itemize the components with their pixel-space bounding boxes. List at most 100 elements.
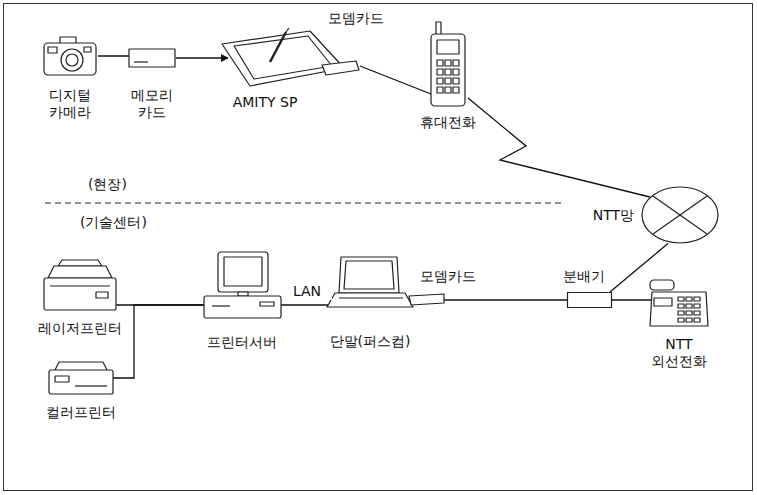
node-label: 디지털 카메라 [40, 87, 100, 121]
icon-part [650, 292, 708, 326]
icon-part [409, 294, 444, 305]
icon-part [568, 293, 612, 308]
connector [468, 98, 650, 197]
center-label: (기술센터) [80, 214, 170, 231]
network-ellipse-drawing [640, 185, 720, 245]
node-label: 분배기 [563, 268, 613, 285]
connector [360, 66, 431, 94]
splitter-box-drawing [567, 292, 612, 308]
icon-part [453, 60, 459, 66]
splitter-box: 분배기 [567, 292, 612, 308]
connector [281, 304, 329, 305]
icon-part [445, 87, 451, 93]
icon-part [270, 32, 286, 62]
icon-part [654, 298, 672, 306]
node-label: 단말(퍼스컴) [320, 333, 420, 350]
icon-part [55, 376, 69, 382]
icon-part [453, 87, 459, 93]
icon-part [212, 305, 230, 306]
laptop-icon: 단말(퍼스컴) [325, 255, 445, 317]
icon-part [129, 49, 175, 67]
icon-part [445, 60, 451, 66]
icon-part [431, 34, 465, 106]
connector [113, 305, 204, 378]
icon-part [686, 318, 692, 322]
node-label: NTT망 [584, 207, 634, 224]
network-ellipse: NTT망 [640, 185, 720, 245]
icon-part [445, 69, 451, 75]
icon-part [322, 61, 359, 75]
tablet-icon: AMITY SP [210, 28, 360, 90]
node-label: AMITY SP [220, 94, 310, 111]
icon-part [678, 318, 684, 322]
icon-part [642, 187, 718, 243]
color-printer-icon-drawing [45, 360, 117, 396]
connector [176, 57, 228, 58]
node-label: 휴대전화 [416, 114, 480, 131]
icon-part [204, 296, 281, 318]
edge-label: LAN [282, 283, 332, 300]
server-computer-icon: 프린터서버 [200, 250, 285, 322]
icon-part [339, 257, 399, 293]
tablet-icon-drawing [210, 28, 360, 90]
color-printer-icon: 컬러프린터 [45, 360, 117, 396]
mobile-phone-icon: 휴대전화 [428, 22, 468, 108]
icon-part [653, 196, 707, 234]
laser-printer-icon-drawing [40, 258, 120, 314]
node-label: 프린터서버 [197, 334, 287, 351]
icon-part [686, 297, 692, 301]
icon-part [437, 40, 459, 54]
node-label: NTT 외선전화 [648, 336, 710, 370]
icon-part [650, 280, 674, 290]
laser-printer-icon: 레이저프린터 [40, 258, 120, 314]
icon-part [44, 278, 116, 310]
modem-card-label: 모뎀카드 [328, 10, 398, 27]
icon-part [686, 304, 692, 308]
icon-part [437, 87, 443, 93]
icon-part [453, 78, 459, 84]
frame-border [4, 4, 753, 491]
icon-part [84, 47, 91, 52]
memory-card-icon-drawing [128, 48, 176, 68]
icon-part [327, 293, 413, 307]
node-label: 레이저프린터 [32, 320, 128, 337]
icon-part [61, 49, 83, 71]
icon-part [218, 252, 268, 292]
camera-icon-drawing [42, 35, 98, 77]
icon-part [224, 257, 262, 286]
icon-part [437, 69, 443, 75]
icon-part [678, 297, 684, 301]
icon-part [44, 43, 96, 75]
desk-phone-icon-drawing [648, 278, 710, 328]
icon-part [694, 318, 700, 322]
site-label: (현장) [88, 176, 148, 193]
camera-icon: 디지털 카메라 [42, 35, 98, 77]
icon-part [453, 69, 459, 75]
icon-part [234, 36, 332, 79]
site-divider [45, 203, 565, 204]
icon-part [694, 311, 700, 315]
icon-part [75, 385, 107, 386]
modem-card-label: 모뎀카드 [420, 268, 490, 285]
icon-part [66, 54, 78, 66]
icon-part [48, 266, 112, 278]
icon-part [678, 304, 684, 308]
icon-part [678, 311, 684, 315]
icon-part [445, 78, 451, 84]
connector-group [98, 56, 668, 378]
icon-part [686, 311, 692, 315]
memory-card-icon: 메모리 카드 [128, 48, 176, 68]
icon-part [222, 31, 344, 86]
laptop-icon-drawing [325, 255, 445, 317]
icon-part [694, 304, 700, 308]
mobile-phone-icon-drawing [428, 22, 468, 108]
icon-part [286, 28, 289, 32]
server-computer-icon-drawing [200, 250, 285, 322]
icon-part [55, 362, 107, 370]
icon-part [694, 297, 700, 301]
